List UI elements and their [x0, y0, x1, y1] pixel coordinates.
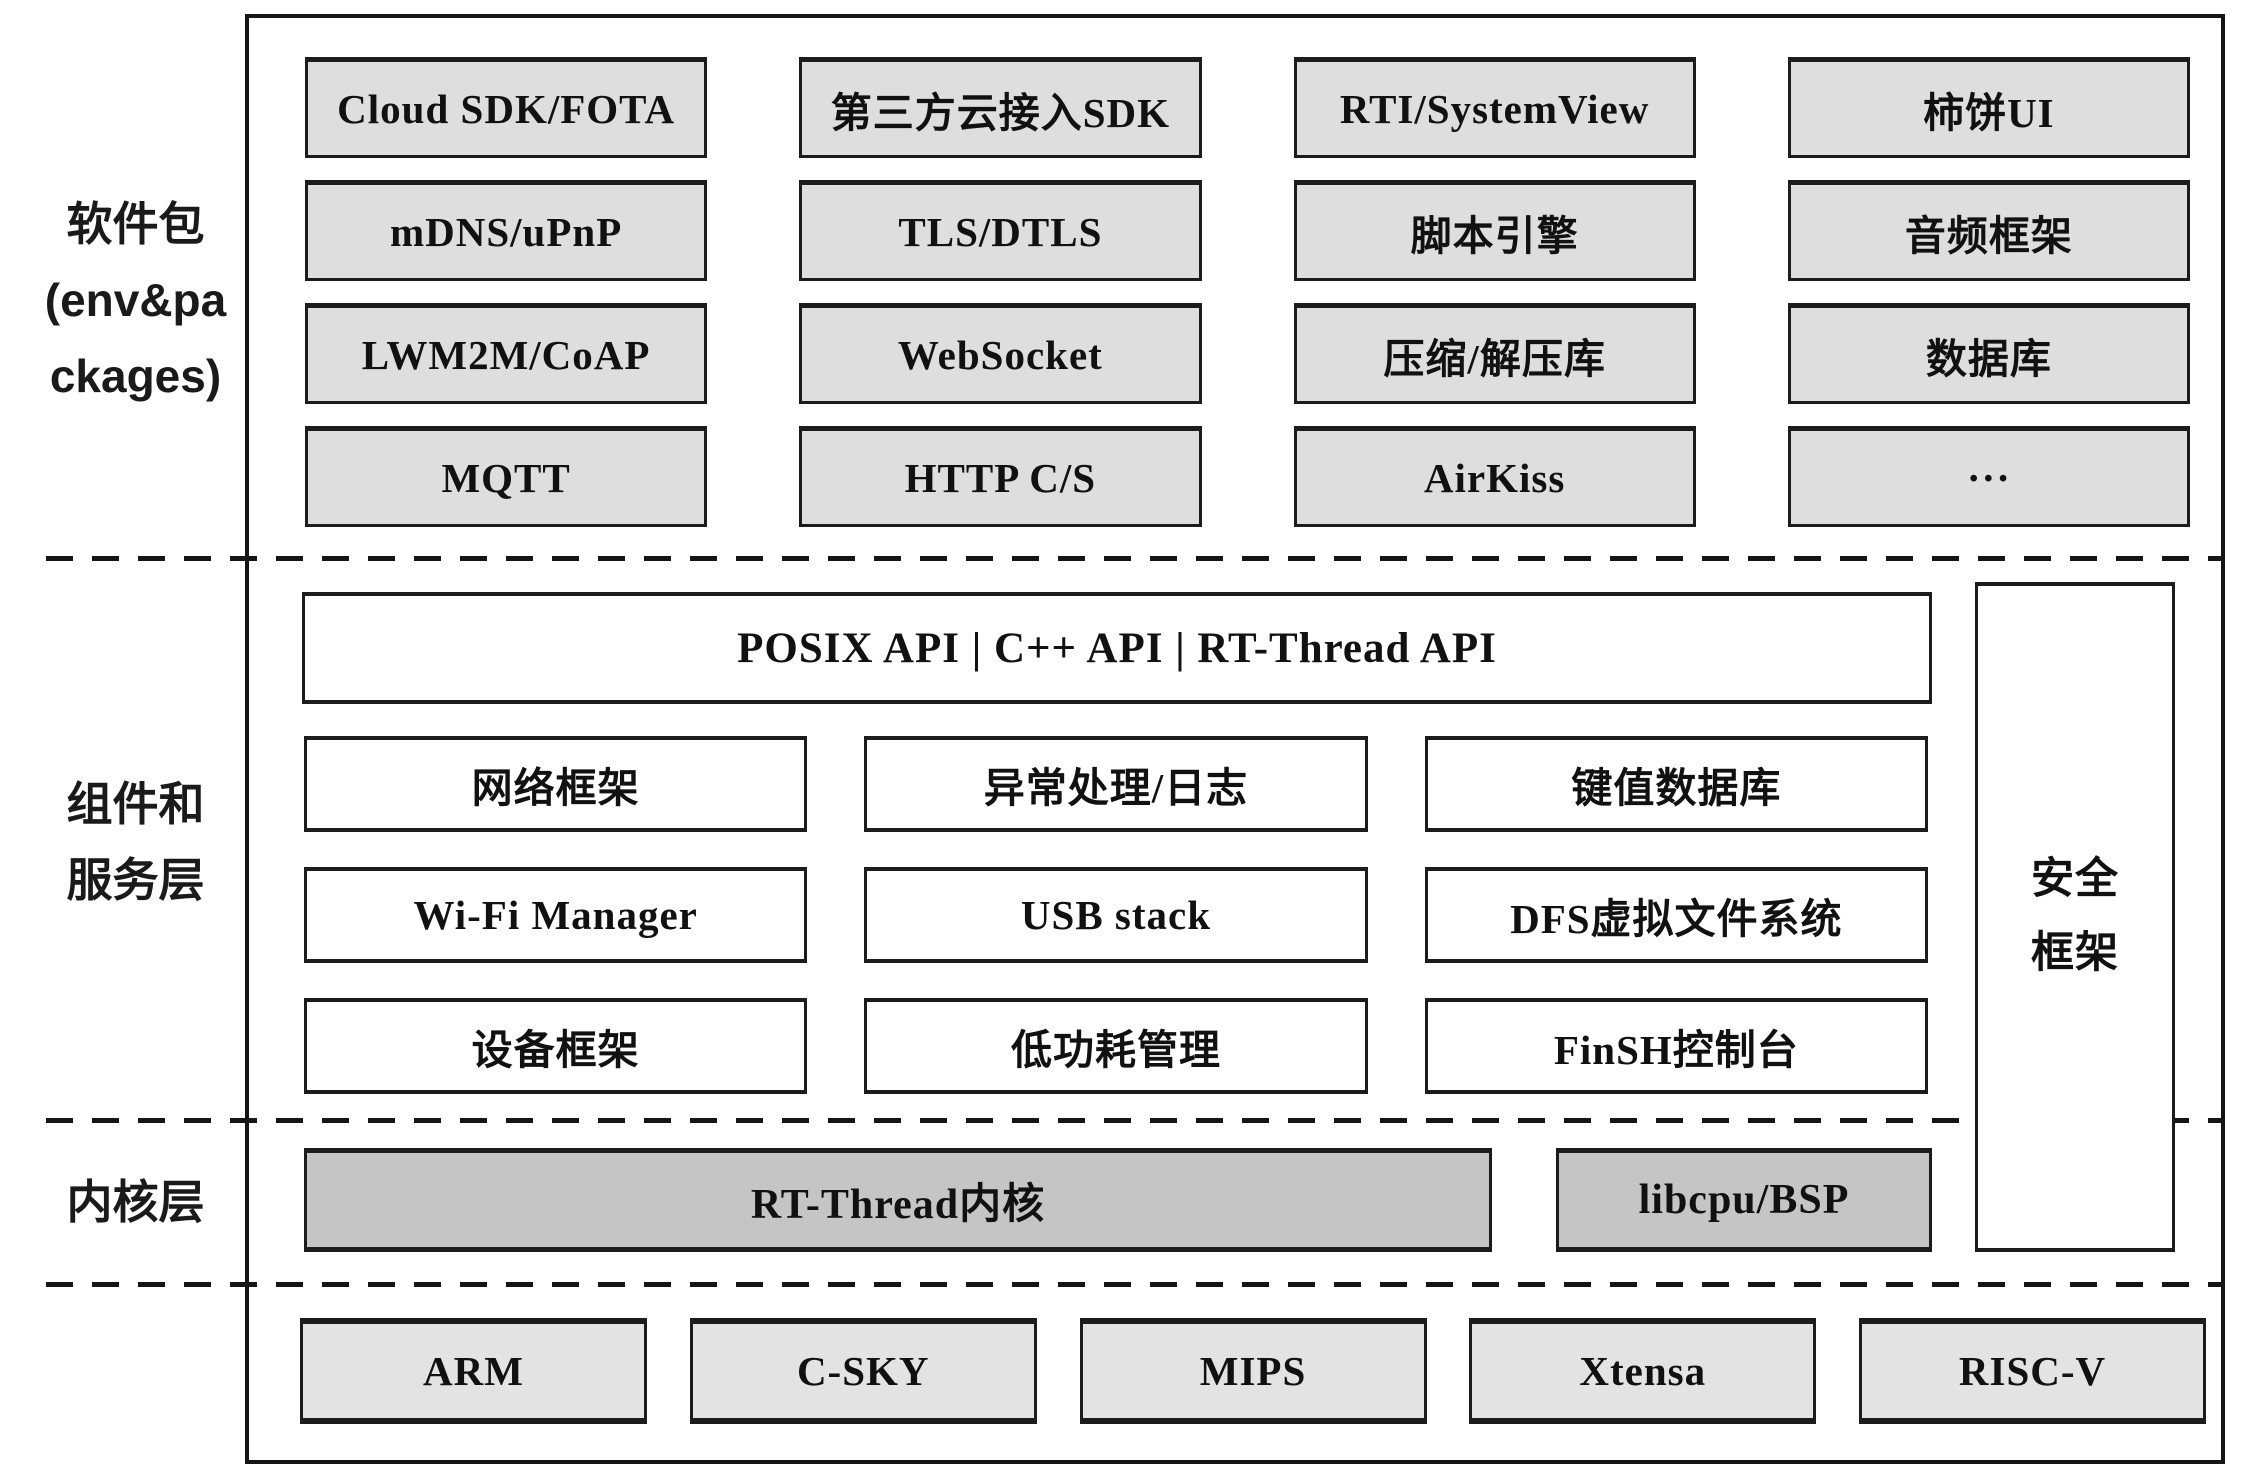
component-box-kv-database: 键值数据库: [1424, 736, 1928, 832]
layer-label-kernel-line1: 内核层: [66, 1176, 205, 1228]
layer-label-packages: 软件包 (env&pa ckages): [8, 186, 263, 414]
package-box-mqtt: MQTT: [305, 426, 708, 527]
api-bar: POSIX API | C++ API | RT-Thread API: [302, 592, 1932, 704]
package-box-cloud-sdk-fota: Cloud SDK/FOTA: [305, 57, 708, 158]
arch-box-arm: ARM: [300, 1318, 647, 1424]
arch-box-risc-v: RISC-V: [1859, 1318, 2206, 1424]
separator-dashed-line-components: [46, 1118, 2224, 1123]
package-box-airkiss: AirKiss: [1293, 426, 1696, 527]
package-box-script-engine: 脚本引擎: [1293, 180, 1696, 281]
package-box-third-party-cloud-sdk: 第三方云接入SDK: [799, 57, 1202, 158]
component-box-finsh-console: FinSH控制台: [1424, 998, 1928, 1094]
package-box-persimmon-ui: 柿饼UI: [1787, 57, 2190, 158]
packages-grid: Cloud SDK/FOTA 第三方云接入SDK RTI/SystemView …: [305, 57, 2190, 527]
component-box-device-framework: 设备框架: [304, 998, 808, 1094]
components-grid: 网络框架 异常处理/日志 键值数据库 Wi-Fi Manager USB sta…: [304, 736, 1928, 1094]
layer-label-packages-line2: (env&pa: [44, 274, 227, 326]
separator-dashed-line-packages: [46, 556, 2224, 561]
layer-label-packages-line1: 软件包: [66, 198, 205, 250]
component-box-wifi-manager: Wi-Fi Manager: [304, 867, 808, 963]
package-box-mdns-upnp: mDNS/uPnP: [305, 180, 708, 281]
diagram-outer-frame: [245, 14, 2225, 1464]
component-box-dfs-vfs: DFS虚拟文件系统: [1424, 867, 1928, 963]
separator-dashed-line-kernel: [46, 1282, 2224, 1287]
component-box-exception-log: 异常处理/日志: [864, 736, 1368, 832]
arch-box-xtensa: Xtensa: [1469, 1318, 1817, 1424]
component-box-low-power-management: 低功耗管理: [864, 998, 1368, 1094]
security-framework-line1: 安全: [2031, 856, 2119, 903]
arch-box-c-sky: C-SKY: [689, 1318, 1037, 1424]
package-box-http-cs: HTTP C/S: [799, 426, 1202, 527]
layer-label-packages-line3: ckages): [49, 350, 222, 402]
kernel-box-rt-thread: RT-Thread内核: [304, 1148, 1492, 1252]
package-box-audio-framework: 音频框架: [1787, 180, 2190, 281]
component-box-network-framework: 网络框架: [304, 736, 808, 832]
cpu-architectures-row: ARM C-SKY MIPS Xtensa RISC-V: [300, 1318, 2206, 1424]
layer-label-components-line1: 组件和: [66, 778, 205, 830]
component-box-usb-stack: USB stack: [864, 867, 1368, 963]
package-box-tls-dtls: TLS/DTLS: [799, 180, 1202, 281]
layer-label-components-line2: 服务层: [66, 854, 205, 906]
package-box-compression-lib: 压缩/解压库: [1293, 303, 1696, 404]
package-box-ellipsis: ···: [1787, 426, 2190, 527]
kernel-box-libcpu-bsp: libcpu/BSP: [1556, 1148, 1932, 1252]
package-box-lwm2m-coap: LWM2M/CoAP: [305, 303, 708, 404]
security-framework-line2: 框架: [2031, 930, 2119, 977]
arch-box-mips: MIPS: [1079, 1318, 1427, 1424]
package-box-rti-systemview: RTI/SystemView: [1293, 57, 1696, 158]
layer-label-kernel: 内核层: [8, 1176, 263, 1228]
security-framework-box: 安全 框架: [1975, 582, 2175, 1252]
package-box-websocket: WebSocket: [799, 303, 1202, 404]
layer-label-components: 组件和 服务层: [8, 766, 263, 918]
package-box-database: 数据库: [1787, 303, 2190, 404]
